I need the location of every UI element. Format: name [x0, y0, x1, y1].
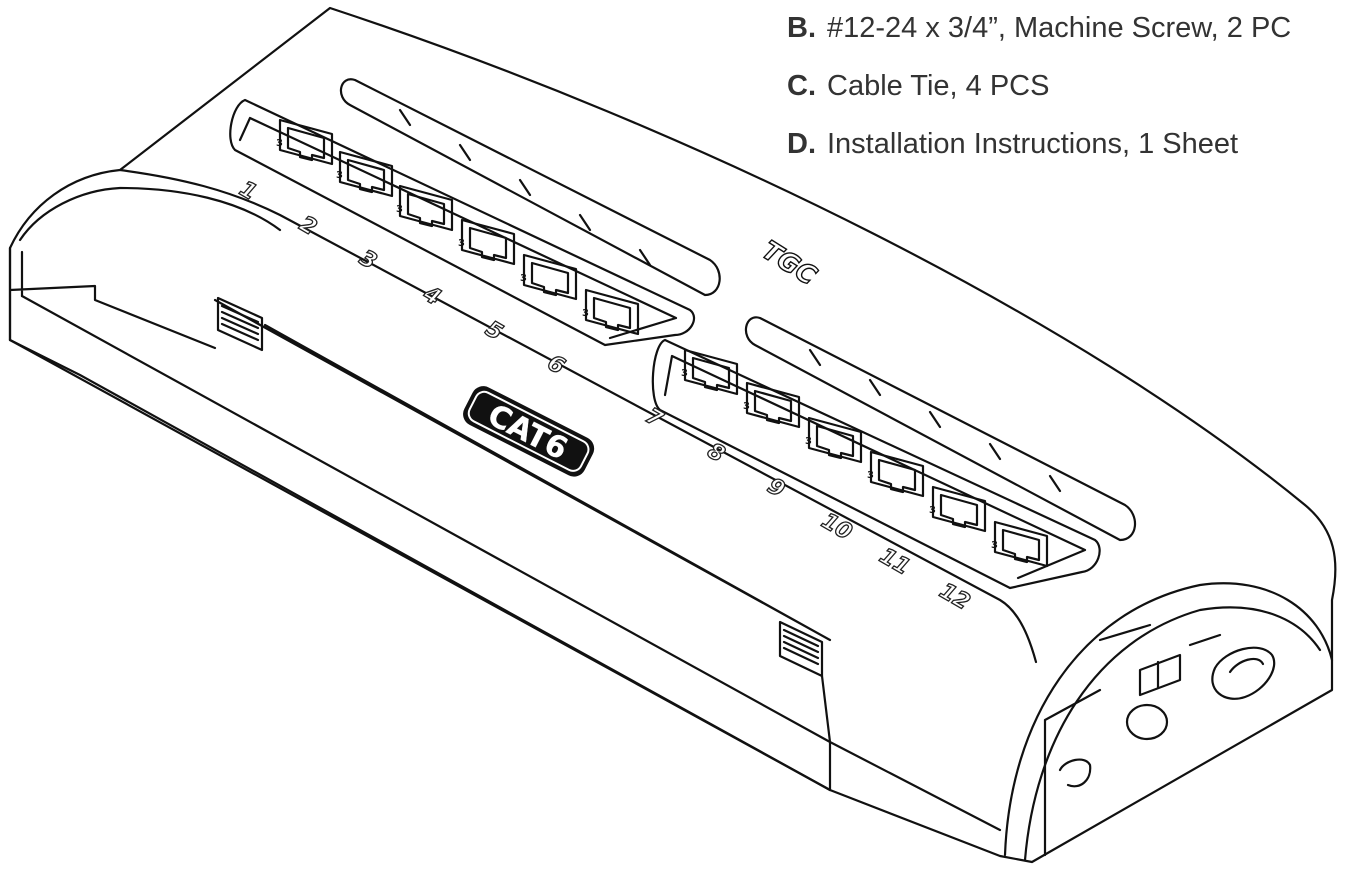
part-description: Installation Instructions, 1 Sheet: [827, 127, 1239, 160]
right-end-arch: [1003, 582, 1334, 857]
part-description: #12-24 x 3/4”, Machine Screw, 2 PC: [827, 12, 1292, 44]
jack-mark: 3: [276, 138, 283, 149]
lower-label-strip: [744, 316, 1136, 542]
jack-mark: 3: [396, 204, 403, 215]
port-number-7: 7: [641, 404, 667, 434]
lower-port-module: [651, 316, 1136, 590]
port-number-4: 4: [418, 281, 445, 311]
jack-mark: 3: [867, 470, 874, 481]
port-number-6: 6: [543, 351, 569, 380]
parts-list-item: C. Cable Tie, 4 PCS: [787, 57, 1347, 115]
jack-mark: 3: [743, 401, 750, 412]
port-number-2: 2: [295, 212, 321, 241]
brand-logo: TGC: [756, 235, 821, 291]
port-number-1: 1: [235, 177, 261, 206]
top-front-edge: [118, 168, 1038, 664]
port-number-9: 9: [763, 474, 789, 503]
jack-mark: 3: [336, 170, 343, 181]
part-letter: D.: [787, 127, 816, 160]
side-lower-edge: [8, 294, 832, 792]
mount-hole: [1125, 703, 1169, 741]
jack-mark: 3: [805, 436, 812, 447]
housing-outline: [8, 6, 1337, 864]
port-number-10: 10: [817, 509, 856, 546]
jacks-lower: 3 3 3 3 3 3: [681, 348, 1049, 568]
port-number-11: 11: [875, 544, 914, 581]
part-description: Cable Tie, 4 PCS: [827, 69, 1050, 102]
left-end-cap: [8, 246, 217, 350]
parts-list-item: D. Installation Instructions, 1 Sheet: [787, 115, 1347, 173]
part-letter: B.: [787, 12, 816, 44]
port-number-5: 5: [481, 317, 507, 346]
upper-port-module: [229, 78, 721, 347]
cat6-badge: CAT6: [463, 386, 595, 477]
jack-mark: 3: [991, 540, 998, 551]
upper-label-strip: [339, 78, 721, 297]
parts-list: B. #12-24 x 3/4”, Machine Screw, 2 PC C.…: [787, 0, 1347, 173]
jack-mark: 3: [929, 505, 936, 516]
jacks-upper: 3 3 3 3 3 3: [276, 118, 640, 336]
left-vent: [216, 296, 264, 352]
jack-mark: 3: [582, 308, 589, 319]
right-vent: [778, 620, 824, 678]
jack-mark: 3: [458, 238, 465, 249]
mount-slot: [1211, 646, 1276, 700]
port-number-3: 3: [355, 246, 381, 275]
jack-mark: 3: [520, 273, 527, 284]
part-letter: C.: [787, 69, 816, 102]
jack-mark: 3: [681, 368, 688, 379]
parts-list-item: B. #12-24 x 3/4”, Machine Screw, 2 PC: [787, 0, 1347, 57]
